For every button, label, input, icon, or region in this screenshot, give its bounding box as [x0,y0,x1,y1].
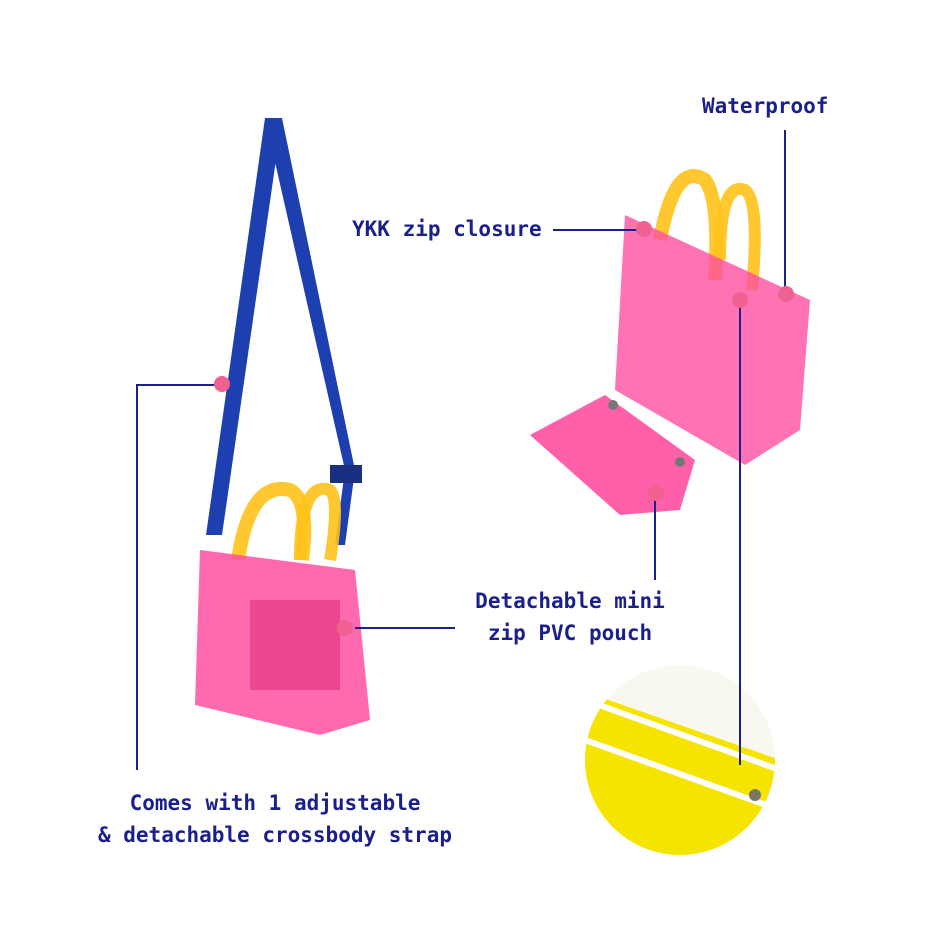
label-strap: Comes with 1 adjustable & detachable cro… [80,787,470,851]
crossbody-strap-left [206,118,282,535]
label-line: Comes with 1 adjustable [129,791,421,815]
label-mini-pouch: Detachable mini zip PVC pouch [460,585,680,649]
mini-pouch [530,395,695,515]
callout-lines [136,130,786,770]
callout-dots [214,221,794,636]
zipper-closeup [585,665,775,855]
inner-pouch [250,600,340,690]
label-line: zip PVC pouch [487,621,653,645]
bag-handle [294,482,341,561]
label-line: Detachable mini [475,589,665,613]
right-bag-handle [714,182,761,291]
crossbody-strap [265,118,355,545]
strap-buckle [330,465,362,483]
label-zip-closure: YKK zip closure [352,217,542,241]
right-bag-body [615,215,810,465]
label-line: & detachable crossbody strap [97,823,452,847]
label-waterproof: Waterproof [702,94,829,118]
